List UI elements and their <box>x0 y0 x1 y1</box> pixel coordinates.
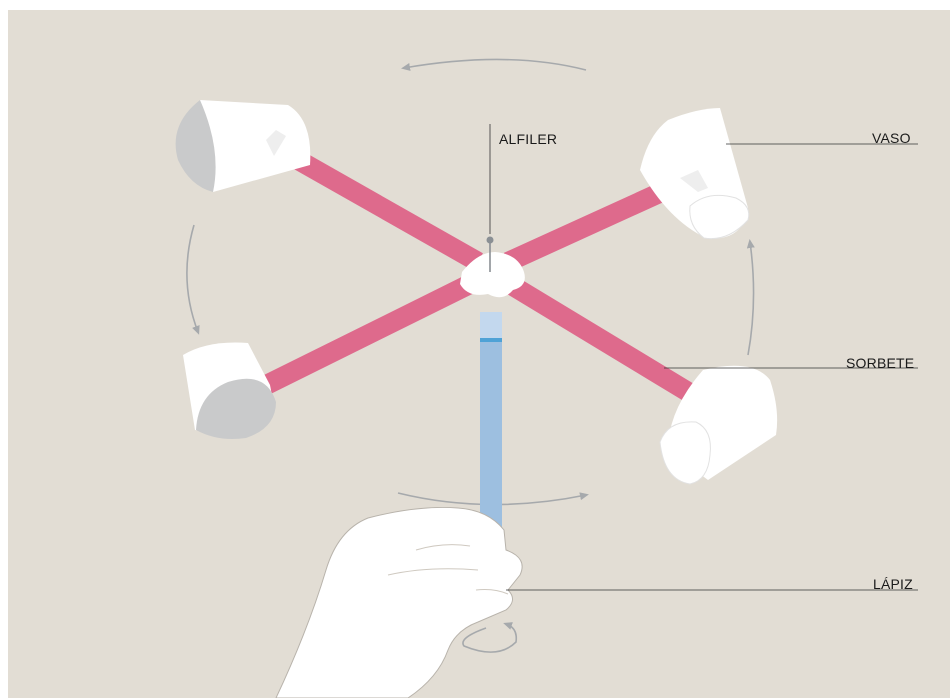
cup-lower-right <box>659 365 778 485</box>
label-cup: VASO <box>872 130 911 146</box>
cup-lower-left <box>183 342 276 439</box>
cup-upper-left-straw-slot <box>266 130 286 156</box>
hub-joint <box>460 252 525 298</box>
hand-outline <box>275 506 523 698</box>
hand-finger-lines <box>387 544 509 595</box>
hand <box>275 506 523 698</box>
leader-lines <box>489 124 918 591</box>
anemometer-illustration <box>8 10 950 698</box>
cup-upper-right <box>640 108 750 240</box>
pencil-eraser-end <box>480 312 502 340</box>
cup-upper-left <box>175 100 311 192</box>
pin <box>486 236 494 272</box>
rotation-arrow-right <box>746 239 755 356</box>
cup-upper-right-rim <box>689 194 750 240</box>
illustration-canvas: ALFILER VASO SORBETE LÁPIZ <box>8 10 950 698</box>
pencil-band <box>480 338 502 342</box>
label-straw: SORBETE <box>846 355 915 371</box>
rotation-arrow-pencil-spin <box>462 622 518 653</box>
straw-lower-right <box>507 277 704 407</box>
label-pin: ALFILER <box>499 131 558 147</box>
cup-upper-right-straw-slot <box>680 170 708 192</box>
label-pencil: LÁPIZ <box>873 576 913 592</box>
cup-upper-left-opening <box>175 100 216 192</box>
rotation-arrow-top <box>401 58 587 71</box>
rotation-arrow-left <box>186 224 200 335</box>
cup-upper-left-body <box>200 100 311 192</box>
cup-lower-right-rim <box>659 421 711 485</box>
straw-lower-left <box>235 275 475 407</box>
straw-hub <box>460 252 525 298</box>
cup-lower-left-opening <box>196 378 276 439</box>
pin-head <box>486 236 494 244</box>
